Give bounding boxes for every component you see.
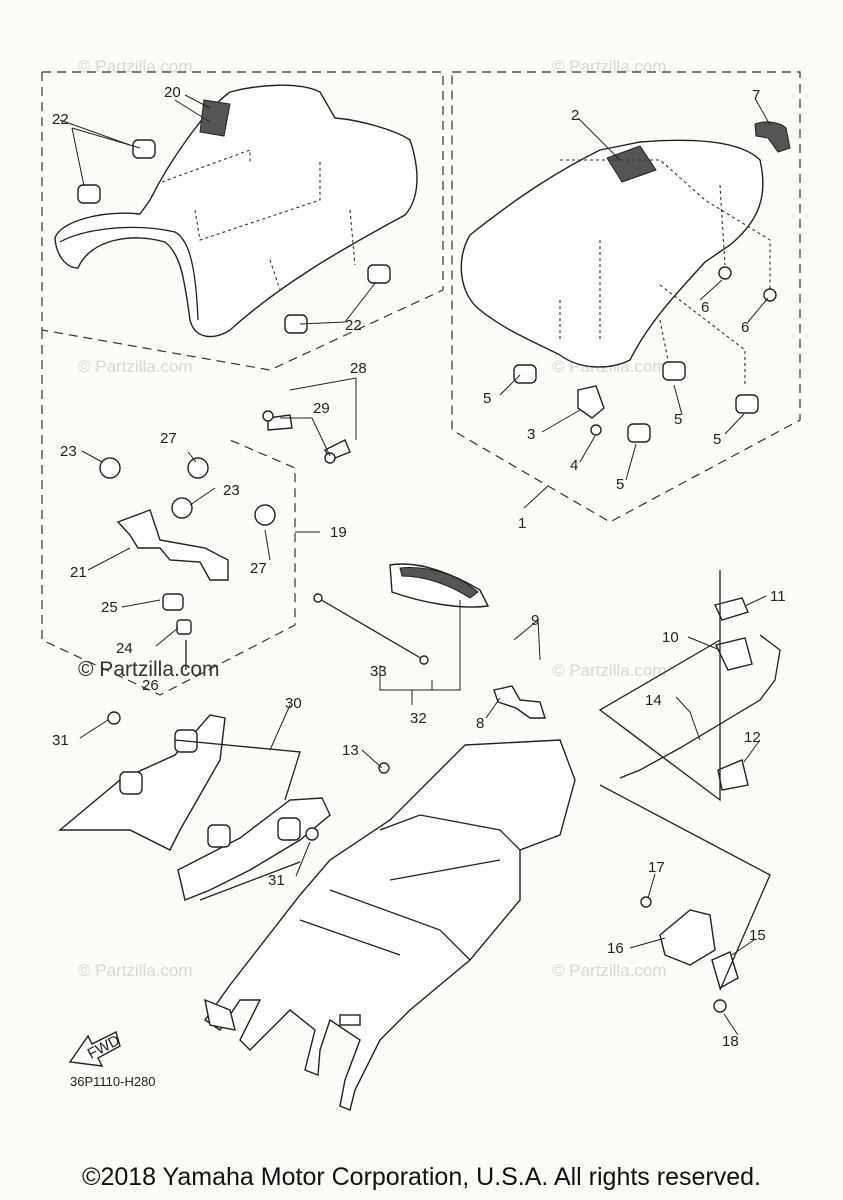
callout-18: 18	[722, 1033, 739, 1050]
callout-5: 5	[483, 390, 491, 407]
callout-20: 20	[164, 84, 181, 101]
callout-2: 2	[571, 107, 579, 124]
callout-27: 27	[160, 430, 177, 447]
callout-7: 7	[752, 87, 760, 104]
callout-23: 23	[60, 443, 77, 460]
seat-lock-assembly	[598, 570, 781, 1013]
callout-8: 8	[476, 715, 484, 732]
tool-tray	[58, 711, 331, 901]
watermark: © Partzilla.com	[552, 57, 667, 76]
callout-5: 5	[713, 431, 721, 448]
diagram-code: 36P1110-H280	[70, 1074, 156, 1089]
callout-5: 5	[674, 411, 682, 428]
callout-16: 16	[607, 940, 624, 957]
seat-mount-hardware	[99, 410, 351, 670]
callout-13: 13	[342, 742, 359, 759]
forward-arrow-icon: FWD	[68, 1030, 123, 1067]
callout-3: 3	[527, 426, 535, 443]
callout-1: 1	[518, 515, 526, 532]
callout-26: 26	[142, 677, 159, 694]
callout-4: 4	[570, 457, 578, 474]
callout-17: 17	[648, 859, 665, 876]
watermark: © Partzilla.com	[552, 961, 667, 980]
rider-seat	[54, 84, 418, 338]
callout-15: 15	[749, 927, 766, 944]
callout-28: 28	[350, 360, 367, 377]
callout-22: 22	[345, 317, 362, 334]
callout-9: 9	[531, 612, 539, 629]
watermark: © Partzilla.com	[78, 357, 193, 376]
callout-21: 21	[70, 564, 87, 581]
fwd-label: FWD	[85, 1032, 123, 1063]
callout-6: 6	[701, 299, 709, 316]
watermark: © Partzilla.com	[552, 661, 667, 680]
callout-6: 6	[741, 319, 749, 336]
watermark: © Partzilla.com	[78, 57, 193, 76]
rider-seat-group-boundary	[41, 71, 444, 371]
watermark: © Partzilla.com	[78, 961, 193, 980]
leader-lines	[59, 94, 771, 1036]
callout-14: 14	[645, 692, 662, 709]
callout-31: 31	[268, 872, 285, 889]
callout-12: 12	[744, 729, 761, 746]
passenger-seat	[460, 121, 791, 443]
rear-frame	[204, 685, 576, 1111]
passenger-seat-group-boundary	[451, 71, 801, 523]
callout-33: 33	[370, 663, 387, 680]
callout-19: 19	[330, 524, 347, 541]
watermark-dark: © Partzilla.com	[78, 658, 220, 681]
callout-5: 5	[616, 476, 624, 493]
group-boundaries	[41, 71, 801, 696]
callout-10: 10	[662, 629, 679, 646]
callout-30: 30	[285, 695, 302, 712]
copyright-notice: ©2018 Yamaha Motor Corporation, U.S.A. A…	[82, 1163, 761, 1191]
callout-29: 29	[313, 400, 330, 417]
callout-22: 22	[52, 111, 69, 128]
seat-strap	[313, 563, 490, 665]
callout-11: 11	[770, 588, 786, 605]
callout-32: 32	[410, 710, 427, 727]
callout-25: 25	[101, 599, 118, 616]
callout-23: 23	[223, 482, 240, 499]
callouts: 1 2 3 4 5 5 5 5 6 6 7 8 9 10 11 12 13 14…	[52, 84, 786, 1050]
callout-24: 24	[116, 640, 133, 657]
callout-31: 31	[52, 732, 69, 749]
seat-mount-group-boundary	[41, 330, 296, 696]
callout-27: 27	[250, 560, 267, 577]
